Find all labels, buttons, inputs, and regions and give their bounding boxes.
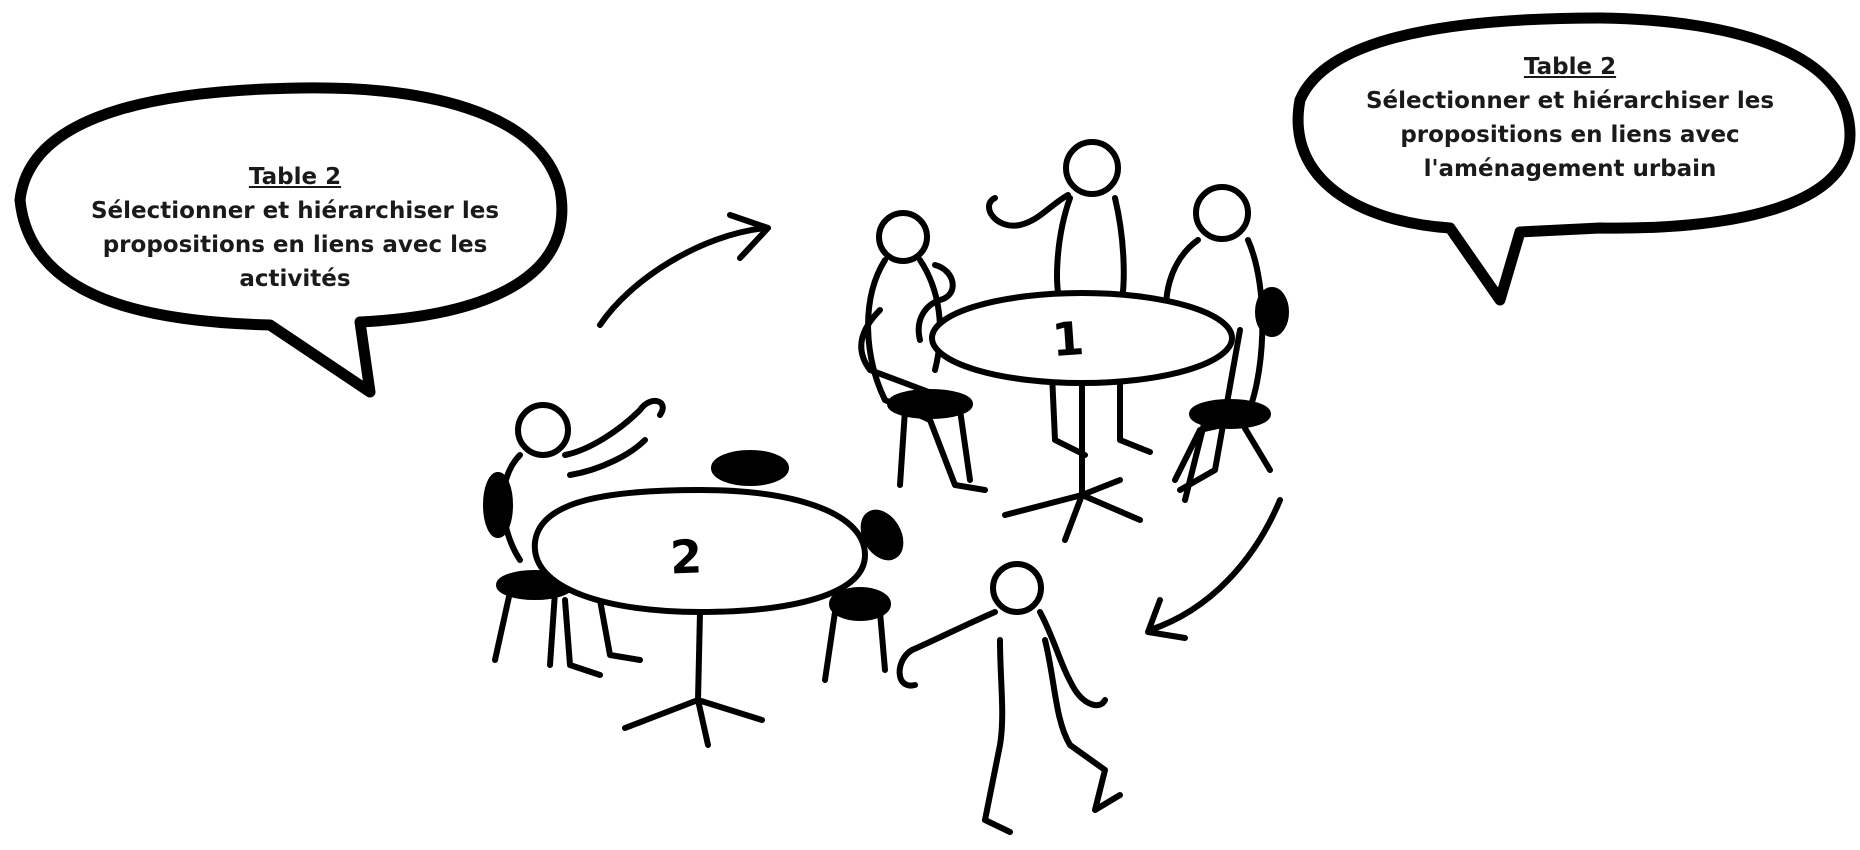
- arrow-right-down: [1148, 500, 1280, 638]
- bubble-right-line-2: propositions en liens avec: [1320, 118, 1820, 152]
- bubble-right-line-1: Sélectionner et hiérarchiser les: [1320, 84, 1820, 118]
- bubble-right-text: Table 2 Sélectionner et hiérarchiser les…: [1320, 50, 1820, 186]
- bubble-right-title: Table 2: [1320, 50, 1820, 84]
- bubble-left-line-1: Sélectionner et hiérarchiser les: [50, 194, 540, 228]
- walking-person: [900, 564, 1120, 832]
- bubble-left-title: Table 2: [50, 160, 540, 194]
- arrow-left-to-table1: [600, 215, 768, 325]
- bubble-left-line-3: activités: [50, 262, 540, 296]
- bubble-right-line-3: l'aménagement urbain: [1320, 152, 1820, 186]
- table-2-number: 2: [669, 529, 703, 584]
- bubble-left-text: Table 2 Sélectionner et hiérarchiser les…: [50, 160, 540, 296]
- table-1-number: 1: [1050, 311, 1086, 367]
- bubble-left-line-2: propositions en liens avec les: [50, 228, 540, 262]
